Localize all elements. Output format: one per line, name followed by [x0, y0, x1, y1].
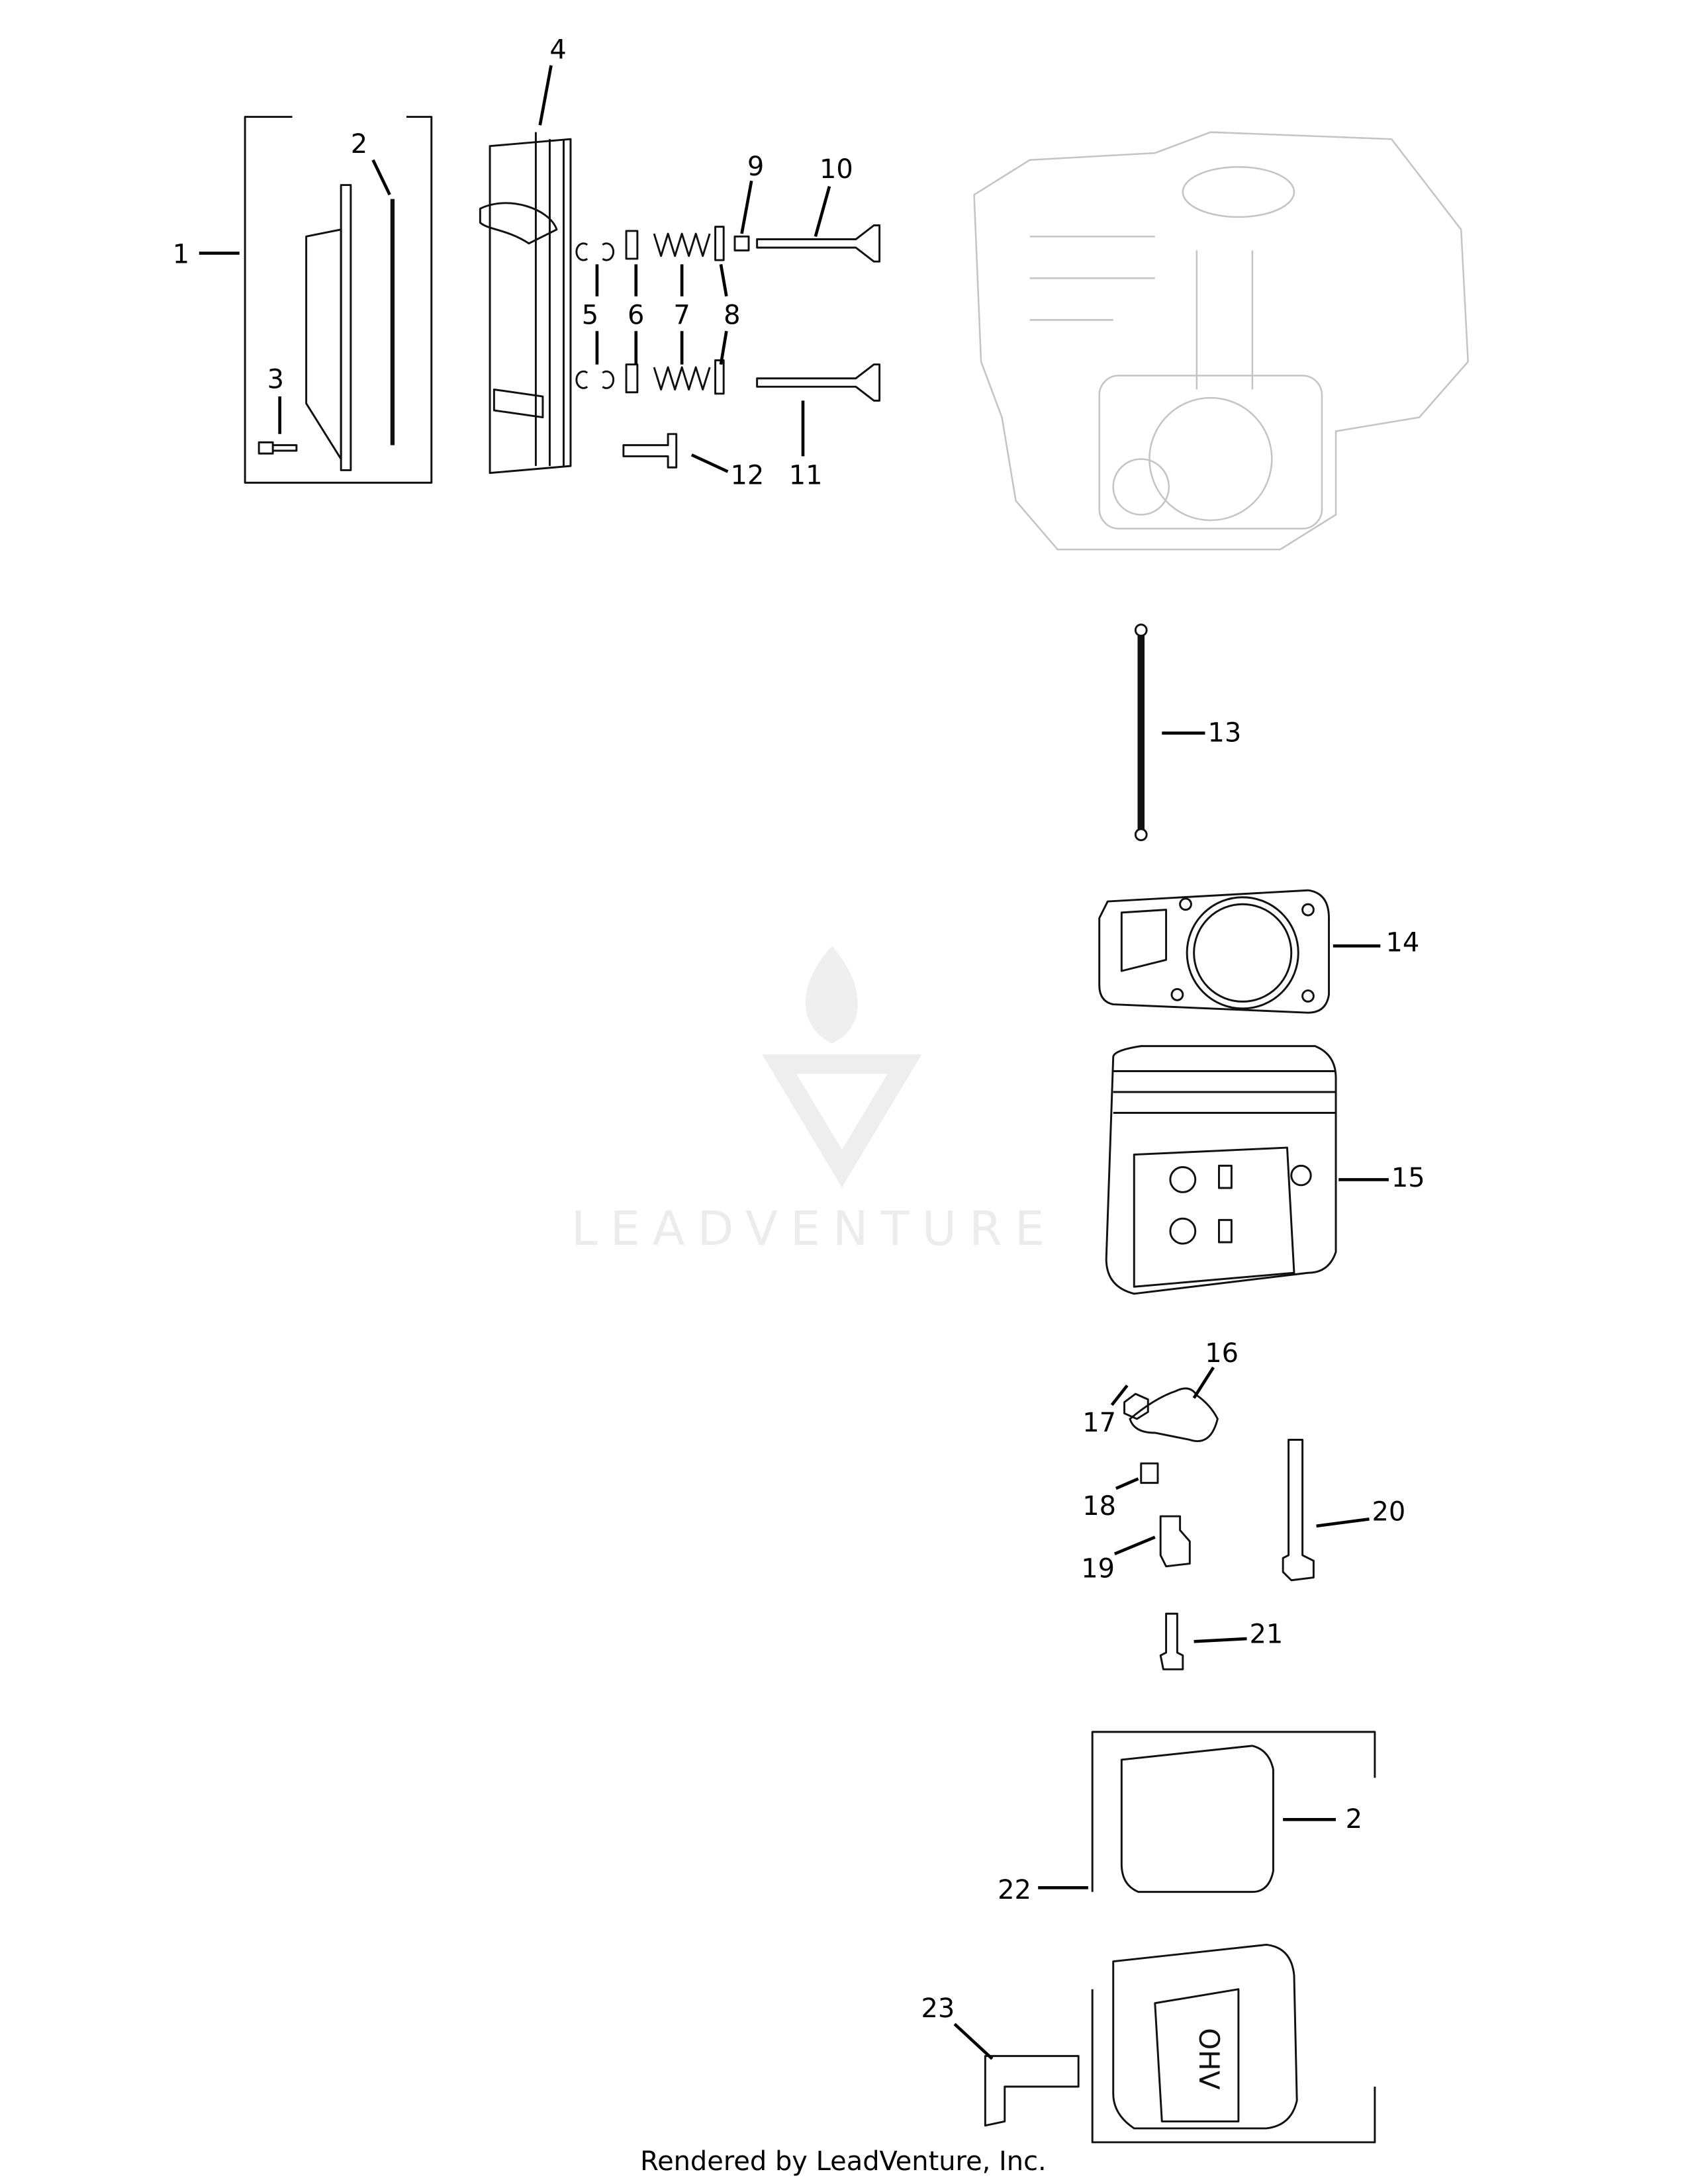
push-rod	[1134, 623, 1148, 842]
callout-20: 20	[1372, 1496, 1405, 1527]
callout-numbers: 1 2 3 4 5 6 7 8 9 10 11 12 13 14 15 16 1…	[173, 34, 1425, 2023]
leadventure-watermark: LEADVENTURE	[571, 946, 1057, 1256]
keepers	[575, 242, 615, 389]
callout-5: 5	[582, 300, 598, 331]
valve-train-parts	[575, 224, 881, 469]
kit-22-cover: OHV	[1091, 1731, 1376, 2144]
callout-23: 23	[921, 1993, 955, 2024]
callout-19: 19	[1081, 1554, 1115, 1584]
callout-11: 11	[789, 460, 823, 490]
callout-16: 16	[1205, 1338, 1239, 1369]
footer-credit: Rendered by LeadVenture, Inc.	[640, 2146, 1047, 2177]
callout-6: 6	[628, 300, 644, 331]
callout-21: 21	[1250, 1619, 1284, 1649]
leader-lines	[199, 65, 1389, 2060]
callout-15: 15	[1391, 1163, 1425, 1193]
callout-10: 10	[820, 154, 853, 185]
callout-14: 14	[1386, 928, 1420, 958]
callout-3: 3	[267, 364, 284, 394]
v-logo-icon	[762, 1054, 922, 1188]
kit-1-gasket-cover	[244, 116, 433, 484]
ohv-logo: OHV	[1193, 2028, 1225, 2090]
callout-2-second: 2	[1346, 1804, 1362, 1835]
cylinder-head	[1105, 1045, 1337, 1295]
watermark-text: LEADVENTURE	[571, 1201, 1057, 1256]
callout-22: 22	[998, 1875, 1031, 1905]
cylinder-head-side	[479, 132, 572, 475]
callout-1: 1	[173, 239, 189, 269]
bracket	[984, 2055, 1080, 2127]
callout-4: 4	[549, 34, 566, 65]
rocker-parts	[1123, 1387, 1315, 1670]
callout-13: 13	[1207, 717, 1241, 748]
callout-2: 2	[351, 129, 367, 159]
engine-block-reference	[973, 131, 1469, 551]
callout-18: 18	[1082, 1491, 1116, 1522]
callout-7: 7	[673, 300, 690, 331]
flame-icon	[805, 946, 858, 1044]
callout-17: 17	[1082, 1408, 1116, 1438]
head-gasket	[1098, 889, 1330, 1014]
callout-8: 8	[724, 300, 740, 331]
callout-12: 12	[731, 460, 765, 490]
callout-9: 9	[747, 152, 764, 182]
